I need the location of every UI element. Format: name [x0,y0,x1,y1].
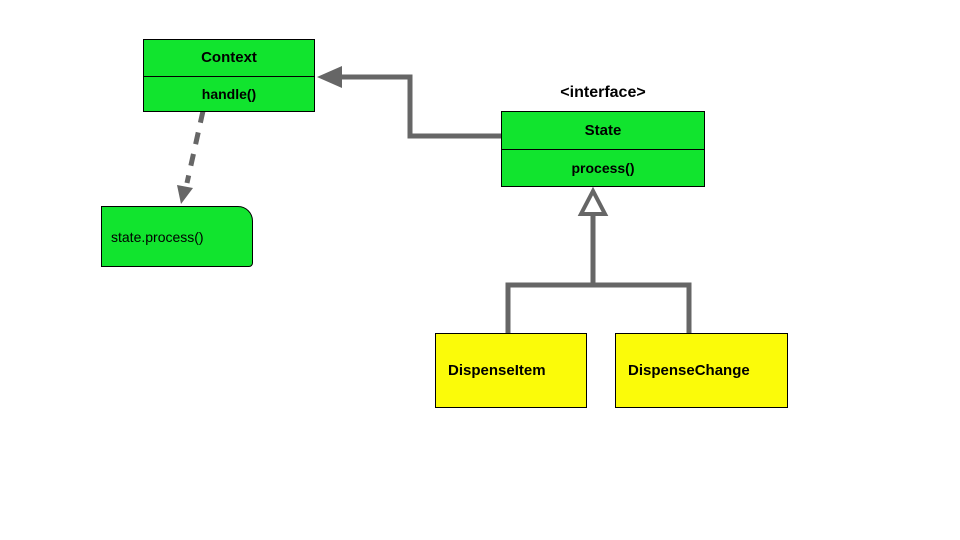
inheritance-connector [505,186,692,333]
context-method-label: handle() [201,85,257,102]
context-class-box: Context handle() [143,39,315,112]
dispense-item-class-box: DispenseItem [435,333,587,408]
state-class-box: State process() [501,111,705,187]
interface-stereotype-label: <interface> [560,84,646,101]
context-class-title: Context [144,40,314,77]
dispense-change-label: DispenseChange [628,362,750,379]
association-arrow-state-to-context [317,66,501,139]
dispense-item-label: DispenseItem [448,362,546,379]
state-method-label: process() [571,160,635,176]
filled-arrowhead-left-icon [317,66,342,88]
dashed-arrow-context-to-note [177,110,206,204]
note-text: state.process() [111,228,204,245]
filled-arrowhead-down-icon [177,185,193,204]
dispense-change-class-box: DispenseChange [615,333,788,408]
note-box: state.process() [101,206,253,267]
hollow-triangle-arrowhead-icon [577,186,609,216]
state-class-title: State [502,112,704,150]
